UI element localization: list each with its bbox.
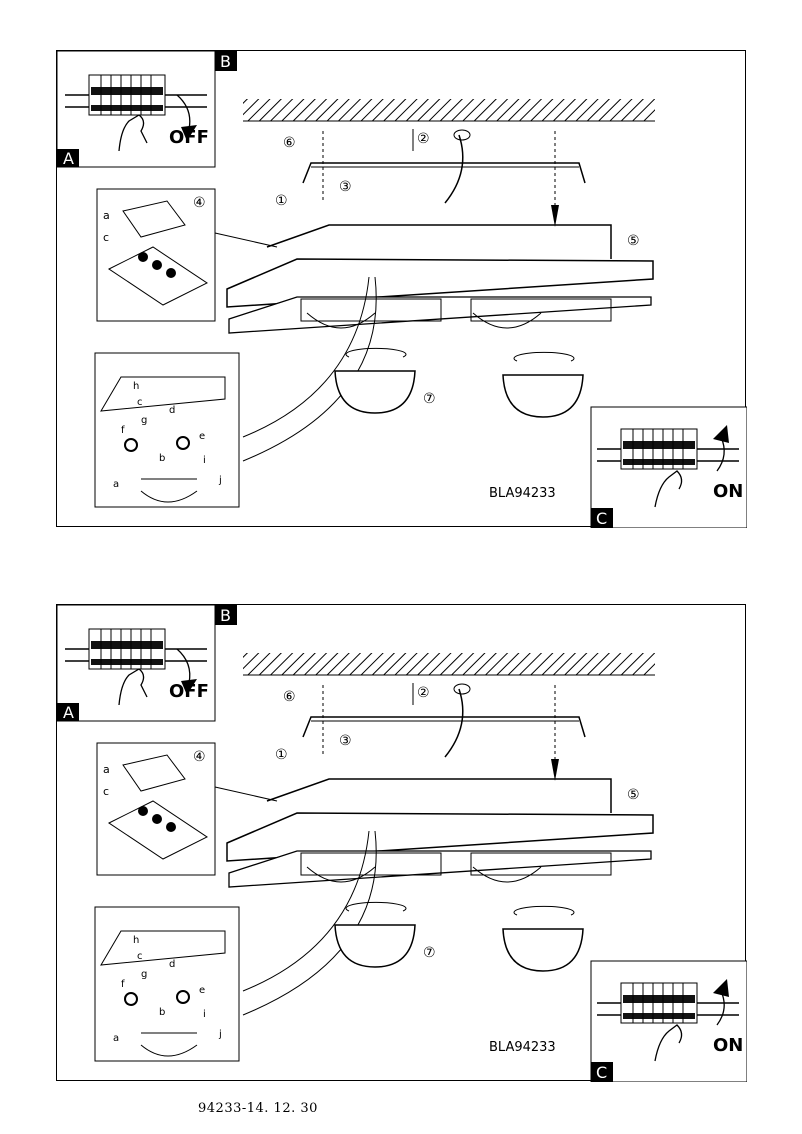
detail-d: d — [169, 405, 175, 416]
label-a: A — [63, 703, 74, 722]
switch-on-box: ON — [590, 406, 747, 528]
socket-detail: h c d g f e b i a j — [94, 906, 240, 1062]
switch-off-box: OFF — [57, 605, 216, 722]
switch-off-box: OFF — [57, 51, 216, 168]
detail-c-top: c — [103, 231, 109, 244]
mounting-bracket — [302, 683, 586, 765]
hand-icon — [654, 470, 683, 508]
power-cable — [444, 688, 464, 758]
on-label: ON — [713, 481, 743, 502]
detail-d: d — [169, 959, 175, 970]
step-5: ⑤ — [627, 787, 640, 803]
detail-g: g — [141, 415, 147, 426]
detail-b: b — [159, 1007, 165, 1018]
ceiling — [243, 99, 655, 121]
step-6: ⑥ — [283, 135, 296, 151]
label-b: B — [220, 606, 231, 625]
detail-a: a — [113, 479, 119, 490]
detail-b: b — [159, 453, 165, 464]
label-b-box — [215, 51, 237, 71]
detail-h: h — [133, 381, 139, 392]
lamp-shade-right — [502, 351, 584, 418]
assembly-diagram: OFF A B ⑥ ② ③ ① ⑤ ⑦ ④ a c — [57, 51, 747, 528]
screw-icon — [551, 759, 559, 781]
instruction-panel-1: OFF A B ⑥ ② ③ ① ⑤ ⑦ ④ a c — [56, 50, 747, 528]
step-1: ① — [275, 193, 288, 209]
instruction-panel-2: OFF A B ⑥ ② ③ ① ⑤ ⑦ ④ a c — [56, 604, 747, 1082]
detail-c-top: c — [103, 785, 109, 798]
lamp-shade-icon — [334, 370, 416, 414]
terminal-block-icon — [108, 200, 208, 306]
detail-c: c — [137, 951, 143, 962]
lamp-shade-right — [502, 905, 584, 972]
detail-e: e — [199, 431, 205, 442]
label-c-box — [591, 1062, 613, 1082]
step-7: ⑦ — [423, 945, 436, 961]
on-label: ON — [713, 1035, 743, 1056]
step-3: ③ — [339, 733, 352, 749]
label-b: B — [220, 52, 231, 71]
document-code-footer: 94233-14. 12. 30 — [198, 1101, 318, 1116]
step-5: ⑤ — [627, 233, 640, 249]
step-4: ④ — [193, 195, 206, 211]
ceiling — [243, 653, 655, 675]
product-code: BLA94233 — [489, 1040, 556, 1055]
ceiling-fixture-body — [226, 224, 654, 334]
assembly-diagram: OFF A B ⑥ ② ③ ① ⑤ ⑦ ④ a c — [57, 605, 747, 1082]
label-c: C — [596, 509, 607, 528]
step-3: ③ — [339, 179, 352, 195]
detail-f: f — [121, 979, 125, 990]
hand-icon — [118, 114, 148, 152]
detail-a-top: a — [103, 209, 110, 222]
detail-a-top: a — [103, 763, 110, 776]
step-1: ① — [275, 747, 288, 763]
detail-c: c — [137, 397, 143, 408]
label-a: A — [63, 149, 74, 168]
detail-j: j — [218, 1029, 222, 1040]
step-7: ⑦ — [423, 391, 436, 407]
terminal-block-detail: ④ a c — [96, 742, 216, 876]
terminal-block-icon — [108, 754, 208, 860]
off-arrow-icon — [176, 94, 191, 130]
circuit-breaker-icon — [65, 74, 207, 116]
power-cable — [444, 134, 464, 204]
label-a-box — [57, 149, 79, 167]
circuit-breaker-icon — [597, 982, 739, 1024]
hand-icon — [118, 668, 148, 706]
screw-icon — [551, 205, 559, 227]
detail-h: h — [133, 935, 139, 946]
detail-i: i — [203, 455, 206, 466]
off-arrow-icon — [176, 648, 191, 684]
off-label: OFF — [169, 681, 209, 702]
switch-on-box: ON — [590, 960, 747, 1082]
detail-g: g — [141, 969, 147, 980]
lamp-shade-icon — [502, 928, 584, 972]
lamp-shade-left — [334, 347, 416, 414]
product-code: BLA94233 — [489, 486, 556, 501]
detail-f: f — [121, 425, 125, 436]
off-label: OFF — [169, 127, 209, 148]
socket-detail: h c d g f e b i a j — [94, 352, 240, 508]
lamp-shade-icon — [334, 924, 416, 968]
lamp-shade-icon — [502, 374, 584, 418]
step-2: ② — [417, 685, 430, 701]
step-4: ④ — [193, 749, 206, 765]
label-c: C — [596, 1063, 607, 1082]
label-a-box — [57, 703, 79, 721]
label-c-box — [591, 508, 613, 528]
circuit-breaker-icon — [65, 628, 207, 670]
detail-j: j — [218, 475, 222, 486]
mounting-bracket — [302, 129, 586, 211]
lamp-shade-left — [334, 901, 416, 968]
step-2: ② — [417, 131, 430, 147]
detail-i: i — [203, 1009, 206, 1020]
detail-e: e — [199, 985, 205, 996]
terminal-block-detail: ④ a c — [96, 188, 216, 322]
detail-a: a — [113, 1033, 119, 1044]
label-b-box — [215, 605, 237, 625]
hand-icon — [654, 1024, 683, 1062]
circuit-breaker-icon — [597, 428, 739, 470]
step-6: ⑥ — [283, 689, 296, 705]
ceiling-fixture-body — [226, 778, 654, 888]
